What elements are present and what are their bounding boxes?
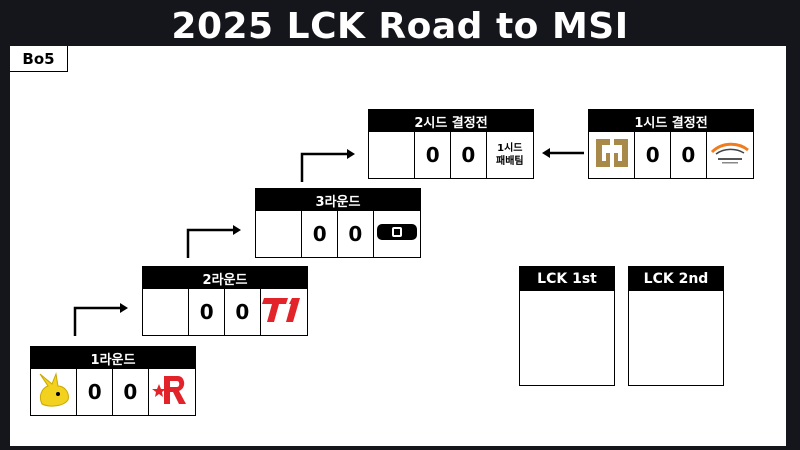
kt-logo-icon xyxy=(375,220,419,248)
match-round3-header: 3라운드 xyxy=(256,189,420,211)
score-left: 0 xyxy=(77,369,114,415)
lck-2nd-label: LCK 2nd xyxy=(629,267,723,291)
score-right: 0 xyxy=(451,132,487,178)
team-slot-left-empty xyxy=(369,132,416,178)
arrow-round2-to-round3 xyxy=(186,225,241,258)
arrow-seed1-loser-to-seed2 xyxy=(542,148,584,158)
match-round2: 2라운드 0 0 xyxy=(142,266,308,336)
match-seed1-decider-header: 1시드 결정전 xyxy=(589,110,753,132)
seed1-loser-label: 1시드 패배팀 xyxy=(496,143,524,167)
match-seed2-decider-header: 2시드 결정전 xyxy=(369,110,533,132)
score-right: 0 xyxy=(338,211,374,257)
arrow-round1-to-round2 xyxy=(73,303,128,336)
format-badge: Bo5 xyxy=(10,46,68,72)
team-slot-right xyxy=(374,211,420,257)
gen-g-logo-icon xyxy=(592,133,632,177)
team-slot-right xyxy=(707,132,753,178)
score-right: 0 xyxy=(225,289,261,335)
score-left: 0 xyxy=(189,289,226,335)
team-slot-right xyxy=(261,289,307,335)
team-slot-right xyxy=(149,369,195,415)
team-slot-left xyxy=(31,369,78,415)
hanwha-life-logo-icon xyxy=(708,138,752,172)
t1-logo-icon xyxy=(261,294,306,330)
score-left: 0 xyxy=(635,132,672,178)
match-round1-header: 1라운드 xyxy=(31,347,195,369)
team-slot-left-empty xyxy=(143,289,190,335)
score-right: 0 xyxy=(113,369,149,415)
score-left: 0 xyxy=(415,132,452,178)
team-slot-left xyxy=(589,132,636,178)
team-slot-right: 1시드 패배팀 xyxy=(487,132,533,178)
match-round2-header: 2라운드 xyxy=(143,267,307,289)
score-right: 0 xyxy=(671,132,707,178)
page-title: 2025 LCK Road to MSI xyxy=(171,6,629,47)
lck-1st-box: LCK 1st xyxy=(519,266,615,386)
match-round3: 3라운드 0 0 xyxy=(255,188,421,258)
score-left: 0 xyxy=(302,211,339,257)
team-slot-left-empty xyxy=(256,211,303,257)
lck-1st-label: LCK 1st xyxy=(520,267,614,291)
match-seed1-decider: 1시드 결정전 0 0 xyxy=(588,109,754,179)
match-round1: 1라운드 0 0 xyxy=(30,346,196,416)
lck-2nd-box: LCK 2nd xyxy=(628,266,724,386)
red-r-logo-icon xyxy=(151,370,192,414)
yellow-rabbit-logo-icon xyxy=(34,370,74,414)
match-seed2-decider: 2시드 결정전 0 0 1시드 패배팀 xyxy=(368,109,534,179)
arrow-round3-to-seed2 xyxy=(300,149,355,182)
